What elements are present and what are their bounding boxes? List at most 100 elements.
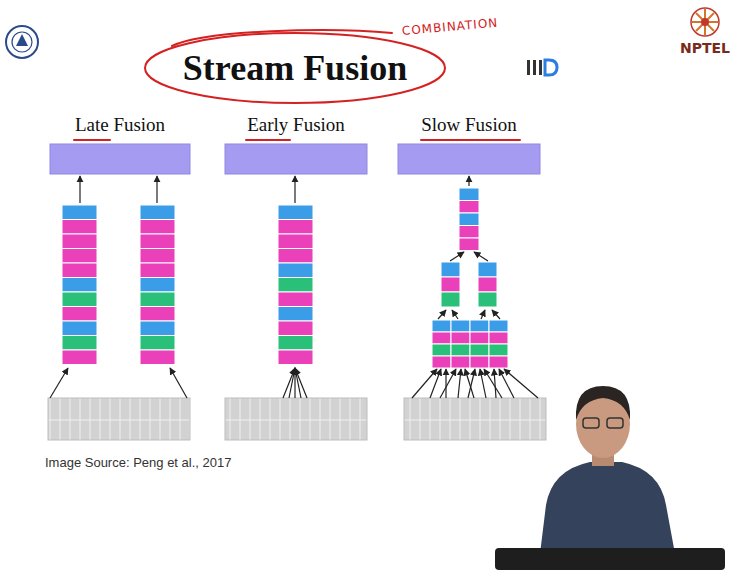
layer-block [470, 344, 489, 356]
flow-arrow [474, 252, 488, 261]
layer-block [459, 188, 479, 201]
handwritten-note: COMBINATION [401, 16, 498, 38]
flow-arrow [294, 176, 295, 203]
logo-text: NPTEL [680, 40, 730, 56]
layer-block [140, 263, 175, 278]
layer-block [451, 356, 470, 368]
flow-arrow [170, 368, 187, 398]
layer-block [489, 344, 508, 356]
layer-block [62, 307, 97, 322]
layer-block [441, 277, 460, 292]
flow-arrow [468, 369, 475, 398]
layer-block [140, 234, 175, 249]
layer-block [62, 278, 97, 293]
layer-block [140, 307, 175, 322]
layer-block [278, 249, 313, 264]
layer-block [62, 321, 97, 336]
layer-block [470, 332, 489, 344]
layer-block [451, 320, 470, 332]
flow-arrow [494, 369, 496, 398]
image-source: Image Source: Peng et al., 2017 [45, 455, 231, 470]
arrows [50, 176, 538, 398]
layer-block [140, 292, 175, 307]
layer-block [278, 234, 313, 249]
layer-block [451, 344, 470, 356]
output-bar [50, 144, 540, 174]
nptel-logo [691, 8, 719, 36]
flow-arrow [79, 176, 80, 203]
layer-block [62, 205, 97, 220]
layer-block [62, 350, 97, 365]
layer-block [489, 320, 508, 332]
layer-block [278, 321, 313, 336]
flow-arrow [484, 369, 502, 398]
layer-block [432, 356, 451, 368]
flow-arrow [504, 369, 538, 398]
flow-arrow [412, 369, 437, 398]
flow-arrow [283, 368, 295, 398]
layer-block [62, 336, 97, 351]
layer-block [62, 263, 97, 278]
layer-block [278, 205, 313, 220]
layer-block [140, 220, 175, 235]
flow-arrow [465, 369, 474, 398]
flow-arrow [430, 369, 441, 398]
flow-arrow [156, 176, 157, 203]
layer-block [441, 292, 460, 307]
layer-block [278, 307, 313, 322]
layer-block [140, 350, 175, 365]
flow-arrow [480, 369, 486, 398]
layer-block [140, 249, 175, 264]
flow-arrow [468, 176, 469, 186]
layer-block [278, 350, 313, 365]
flow-arrow [458, 369, 461, 398]
layer-block [62, 292, 97, 307]
flow-arrow [295, 368, 307, 398]
layer-block [489, 356, 508, 368]
layer-block [140, 205, 175, 220]
layer-stacks [62, 188, 508, 368]
layer-block [459, 201, 479, 214]
layer-block [478, 292, 497, 307]
layer-block [432, 344, 451, 356]
layer-block [432, 332, 451, 344]
layer-block [140, 278, 175, 293]
panel-heading: Early Fusion [247, 114, 345, 136]
layer-block [278, 278, 313, 293]
flow-arrow [295, 368, 301, 398]
layer-block [278, 292, 313, 307]
lab-logo [527, 60, 557, 75]
panel-heading: Slow Fusion [421, 114, 517, 136]
layer-block [140, 336, 175, 351]
layer-block [470, 356, 489, 368]
flow-arrow [445, 369, 446, 398]
layer-block [459, 213, 479, 226]
layer-block [470, 320, 489, 332]
layer-block [278, 336, 313, 351]
flow-arrow [50, 368, 68, 398]
flow-arrow [481, 310, 485, 319]
handwritten-annotation [74, 30, 520, 140]
layer-block [489, 332, 508, 344]
layer-block [140, 321, 175, 336]
frame-strip [48, 398, 546, 440]
slide-title: Stream Fusion [183, 47, 407, 89]
layer-block [62, 249, 97, 264]
layer-block [62, 234, 97, 249]
flow-arrow [492, 310, 500, 319]
layer-block [278, 220, 313, 235]
layer-block [62, 220, 97, 235]
layer-block [478, 262, 497, 277]
panel-heading: Late Fusion [75, 114, 165, 136]
layer-block [459, 238, 479, 251]
flow-arrow [438, 310, 446, 319]
institute-logo [6, 26, 38, 58]
layer-block [278, 263, 313, 278]
flow-arrow [450, 252, 464, 261]
layer-block [459, 226, 479, 239]
presenter [495, 386, 725, 570]
layer-block [441, 262, 460, 277]
flow-arrow [440, 369, 456, 398]
flow-arrow [289, 368, 295, 398]
